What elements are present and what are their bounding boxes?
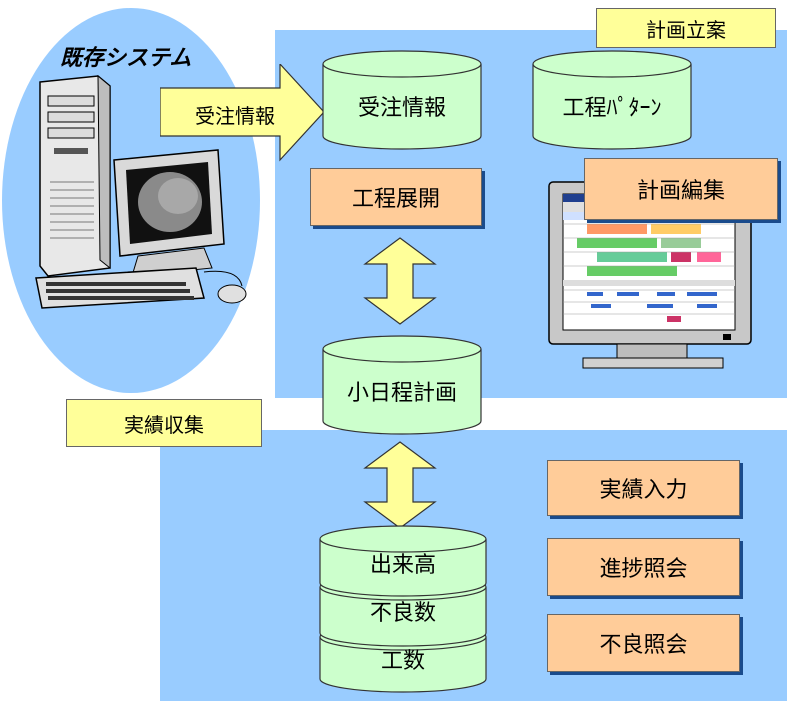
schedule-db-label: 小日程計画 (346, 381, 457, 406)
results-db-stack (319, 525, 487, 693)
progress-inquiry-label: 進捗照会 (547, 538, 740, 596)
pattern-db-cylinder: 工程ﾊﾟﾀｰﾝ (532, 50, 692, 150)
legacy-system-title: 既存システム (60, 46, 192, 71)
order-db-label: 受注情報 (357, 96, 446, 121)
double-arrow-upper (363, 237, 437, 325)
results-db-layer-defects: 不良数 (369, 601, 436, 626)
order-db-cylinder: 受注情報 (322, 50, 482, 150)
planning-section-label: 計画立案 (596, 8, 776, 48)
results-section-label: 実績収集 (66, 399, 262, 447)
order-info-arrow (160, 64, 325, 162)
process-expand-label: 工程展開 (310, 168, 482, 226)
results-db-layer-output: 出来高 (369, 553, 436, 578)
results-db-layer-manhours: 工数 (380, 649, 425, 674)
plan-edit-label: 計画編集 (584, 158, 778, 220)
schedule-db-cylinder: 小日程計画 (322, 335, 482, 435)
order-info-arrow-label: 受注情報 (195, 104, 275, 128)
defect-inquiry-label: 不良照会 (547, 614, 740, 672)
pattern-db-label: 工程ﾊﾟﾀｰﾝ (562, 96, 662, 121)
results-entry-label: 実績入力 (547, 460, 740, 516)
double-arrow-lower (363, 441, 437, 529)
legacy-computer-icon (35, 74, 247, 309)
